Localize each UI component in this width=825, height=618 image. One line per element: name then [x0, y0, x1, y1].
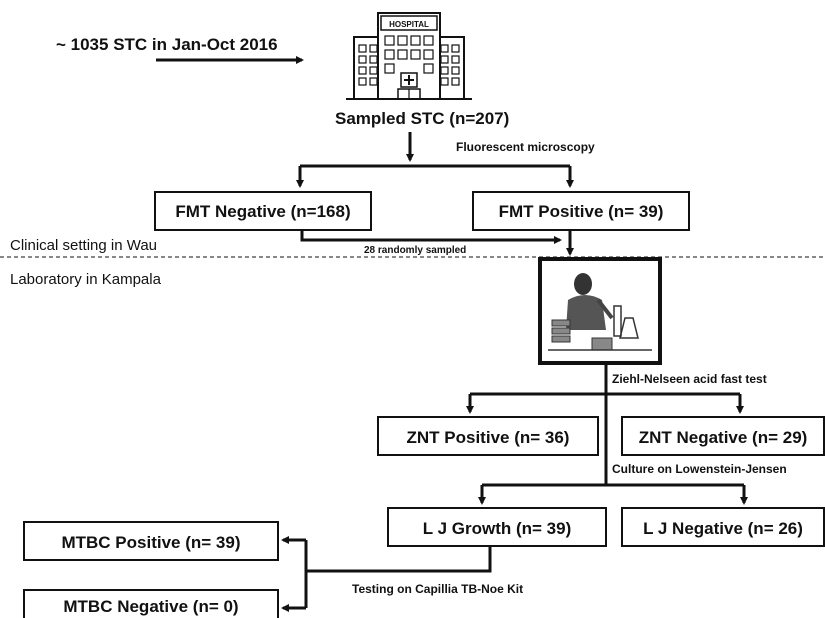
fmt-negative-label: FMT Negative (n=168)	[175, 202, 350, 221]
fmt-positive-label: FMT Positive (n= 39)	[499, 202, 664, 221]
mtbc-negative-label: MTBC Negative (n= 0)	[63, 597, 238, 616]
znt-negative-label: ZNT Negative (n= 29)	[639, 428, 808, 447]
hospital-icon: HOSPITAL	[346, 12, 472, 100]
lj-growth-box	[387, 507, 607, 547]
laboratory-label: Laboratory in Kampala	[10, 271, 162, 288]
capillia-testing-label: Testing on Capillia TB-Noe Kit	[352, 582, 523, 596]
mtbc-positive-label: MTBC Positive (n= 39)	[61, 533, 240, 552]
culture-label: Culture on Lowenstein-Jensen	[612, 462, 787, 476]
mtbc-negative-box	[23, 589, 279, 618]
lj-growth-label: L J Growth (n= 39)	[423, 519, 571, 538]
laboratory-scientist-image	[538, 257, 662, 365]
fmt-negative-box	[154, 191, 372, 231]
lj-negative-box	[621, 507, 825, 547]
znt-negative-box	[621, 416, 825, 456]
random-sample-label: 28 randomly sampled	[364, 245, 466, 256]
sampled-stc-label: Sampled STC (n=207)	[335, 109, 509, 128]
mtbc-positive-box	[23, 521, 279, 561]
intro-text: ~ 1035 STC in Jan-Oct 2016	[56, 35, 278, 54]
hospital-sign: HOSPITAL	[389, 20, 429, 29]
lj-growth-to-mtbc-line	[306, 546, 492, 573]
random-sample-connector	[300, 230, 562, 244]
lj-negative-label: L J Negative (n= 26)	[643, 519, 803, 538]
fluorescent-microscopy-label: Fluorescent microscopy	[456, 140, 595, 154]
ziehl-nelseen-label: Ziehl-Nelseen acid fast test	[612, 372, 767, 386]
znt-positive-label: ZNT Positive (n= 36)	[407, 428, 570, 447]
fmt-positive-box	[472, 191, 690, 231]
clinical-setting-label: Clinical setting in Wau	[10, 237, 157, 254]
znt-positive-box	[377, 416, 599, 456]
